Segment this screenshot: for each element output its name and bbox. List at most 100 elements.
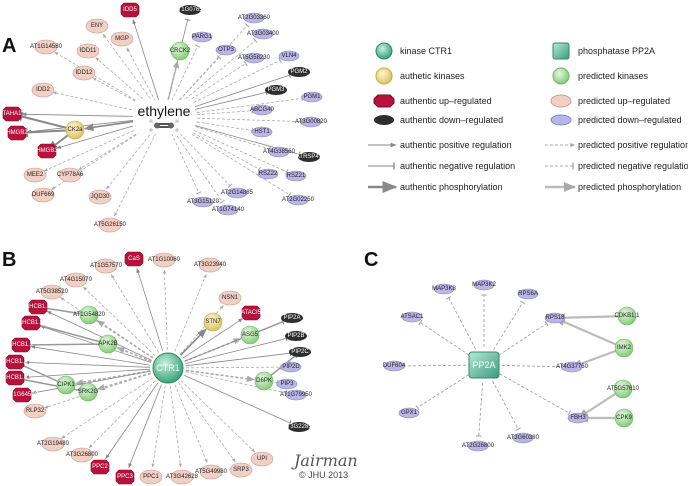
node-srp3: SRP3: [229, 462, 253, 478]
node-shape: [2, 106, 22, 122]
node-shape: [265, 85, 287, 95]
node-shape: [31, 82, 55, 98]
node-label: ATACI5: [241, 310, 262, 316]
node-shape: [72, 65, 96, 81]
edge-ethylene-at3g03400: [177, 37, 258, 106]
node-label: AT5G57610: [607, 386, 640, 392]
node-shape: [170, 469, 194, 485]
node-shape: [198, 257, 222, 273]
edge-ctr1-ppc2: [105, 382, 159, 460]
node-label: IDD12: [75, 70, 93, 76]
node-pip2c: PIP2C: [289, 347, 311, 357]
node-map3k8: MAP3K8: [432, 283, 456, 295]
node-shape: [58, 167, 82, 183]
edge-ctr1-stn7: [180, 328, 207, 356]
node-label: MAP3K2: [472, 282, 496, 288]
node-shape: [257, 168, 279, 180]
node-label: PPC2: [92, 464, 108, 470]
legend-pred-neg-label: predicted negative regulation: [578, 161, 688, 171]
node-label: ABCG40: [250, 107, 274, 113]
edge-ethylene-at5g26150: [114, 132, 157, 217]
node-label: STN7: [205, 319, 221, 325]
node-shape: [280, 361, 302, 373]
edge-ctr1-apk2b: [116, 346, 152, 363]
legend-authentic-up: authentic up–regulated: [373, 94, 492, 108]
node-shape: [139, 469, 163, 485]
node-at4g37760: AT4G37760: [556, 361, 589, 373]
node-at2g03360: AT2G03360: [238, 12, 271, 24]
node-jqd30: JQD30: [88, 189, 112, 205]
edge-ethylene-jqd30: [105, 130, 154, 190]
node-at1g10060: AT1G10060: [148, 252, 181, 268]
edge-pp2a-map3k8: [445, 296, 476, 350]
node-label: D6PK: [256, 378, 272, 384]
node-shape: [64, 272, 88, 288]
edge-ctr1-ppc3: [128, 384, 162, 469]
node-label: AT3G00820: [295, 119, 328, 125]
legend-predicted-up: predicted up–regulated: [550, 94, 670, 108]
legend-kinase: kinase CTR1: [375, 42, 452, 60]
legend-predicted-down-label: predicted down–regulated: [578, 115, 682, 125]
node-label: OTP3: [218, 47, 234, 53]
node-shape: [243, 12, 265, 24]
node-shape: [115, 469, 135, 485]
node-ataci5: ATACI5: [241, 305, 262, 321]
node-shape: [12, 387, 32, 403]
node-shape: [276, 378, 298, 390]
node-shape: [301, 91, 323, 103]
legend-auth-phos: authentic phosphorylation: [368, 181, 503, 193]
node-cas: CaS: [124, 251, 144, 267]
edge-ctr1-lhcb1-4: [24, 368, 151, 379]
node-label: IDD11: [80, 48, 97, 54]
node-label: NSN1: [222, 295, 239, 301]
node-label: IDD2: [36, 87, 50, 93]
node-at5g49980: AT5G49980: [195, 464, 228, 480]
node-at5g26150: AT5G26150: [94, 217, 127, 233]
edge-ctr1-at5g49980: [174, 384, 208, 464]
node-parg1: PARG1: [191, 31, 213, 43]
edge-pp2a-fbh3: [499, 373, 572, 416]
node-shape: [40, 284, 64, 300]
legend-predicted-down: predicted down–regulated: [550, 114, 682, 126]
node-shape: [251, 104, 273, 116]
node-shape: [191, 31, 213, 43]
pp2a-hub: PP2A: [468, 351, 500, 379]
node-label: AT3G03400: [247, 31, 280, 37]
node-at3g60380: AT3G60380: [507, 432, 540, 444]
node-shape: [613, 379, 633, 399]
node-label: LHCB1.1: [26, 304, 51, 310]
node-at2g02250: AT2G02250: [282, 194, 315, 206]
node-label: MAP3K8: [432, 286, 456, 292]
node-label: DUF669: [32, 192, 55, 198]
edge-ethylene-rsz21: [180, 123, 289, 175]
node-shape: [218, 290, 242, 306]
edge-ethylene-rsz22: [179, 125, 262, 172]
node-shape: [199, 464, 223, 480]
node-label: PIP2B: [287, 333, 304, 339]
node-label: AT3G15120: [187, 199, 220, 205]
node-shape: [215, 44, 237, 56]
node-at3g00820: AT3G00820: [295, 116, 328, 128]
phosphatase-swatch: [552, 42, 570, 60]
node-at1g79950: AT1G79950: [280, 389, 313, 401]
node-lhcb1-3: LHCB1.3: [3, 354, 28, 370]
node-shape: [124, 251, 144, 267]
node-shape: [289, 347, 311, 357]
kinase-swatch: [375, 42, 393, 60]
legend-pred-neg: predicted negative regulation: [545, 161, 688, 171]
edge-ethylene-pgm2: [180, 72, 291, 112]
edge-ethylene-hmgb2: [26, 118, 147, 134]
node-rsz22: RSZ22: [257, 168, 279, 180]
edge-ctr1-at3g26800: [88, 380, 156, 449]
node-ppc3: PPC3: [115, 469, 135, 485]
node-label: AT3G23940: [194, 262, 227, 268]
node-pgm2: PGM2: [288, 67, 310, 77]
node-imk2: IMK2: [614, 338, 634, 358]
node-abcg40: ABCG40: [250, 104, 274, 116]
node-at4g15070: AT4G15070: [60, 272, 93, 288]
edge-ctr1-upi: [180, 380, 256, 453]
node-shape: [544, 312, 566, 324]
edge-ethylene-mgp: [126, 47, 156, 102]
node-cipk1: CIPK1: [56, 375, 75, 395]
node-label: GPX1: [401, 410, 418, 416]
